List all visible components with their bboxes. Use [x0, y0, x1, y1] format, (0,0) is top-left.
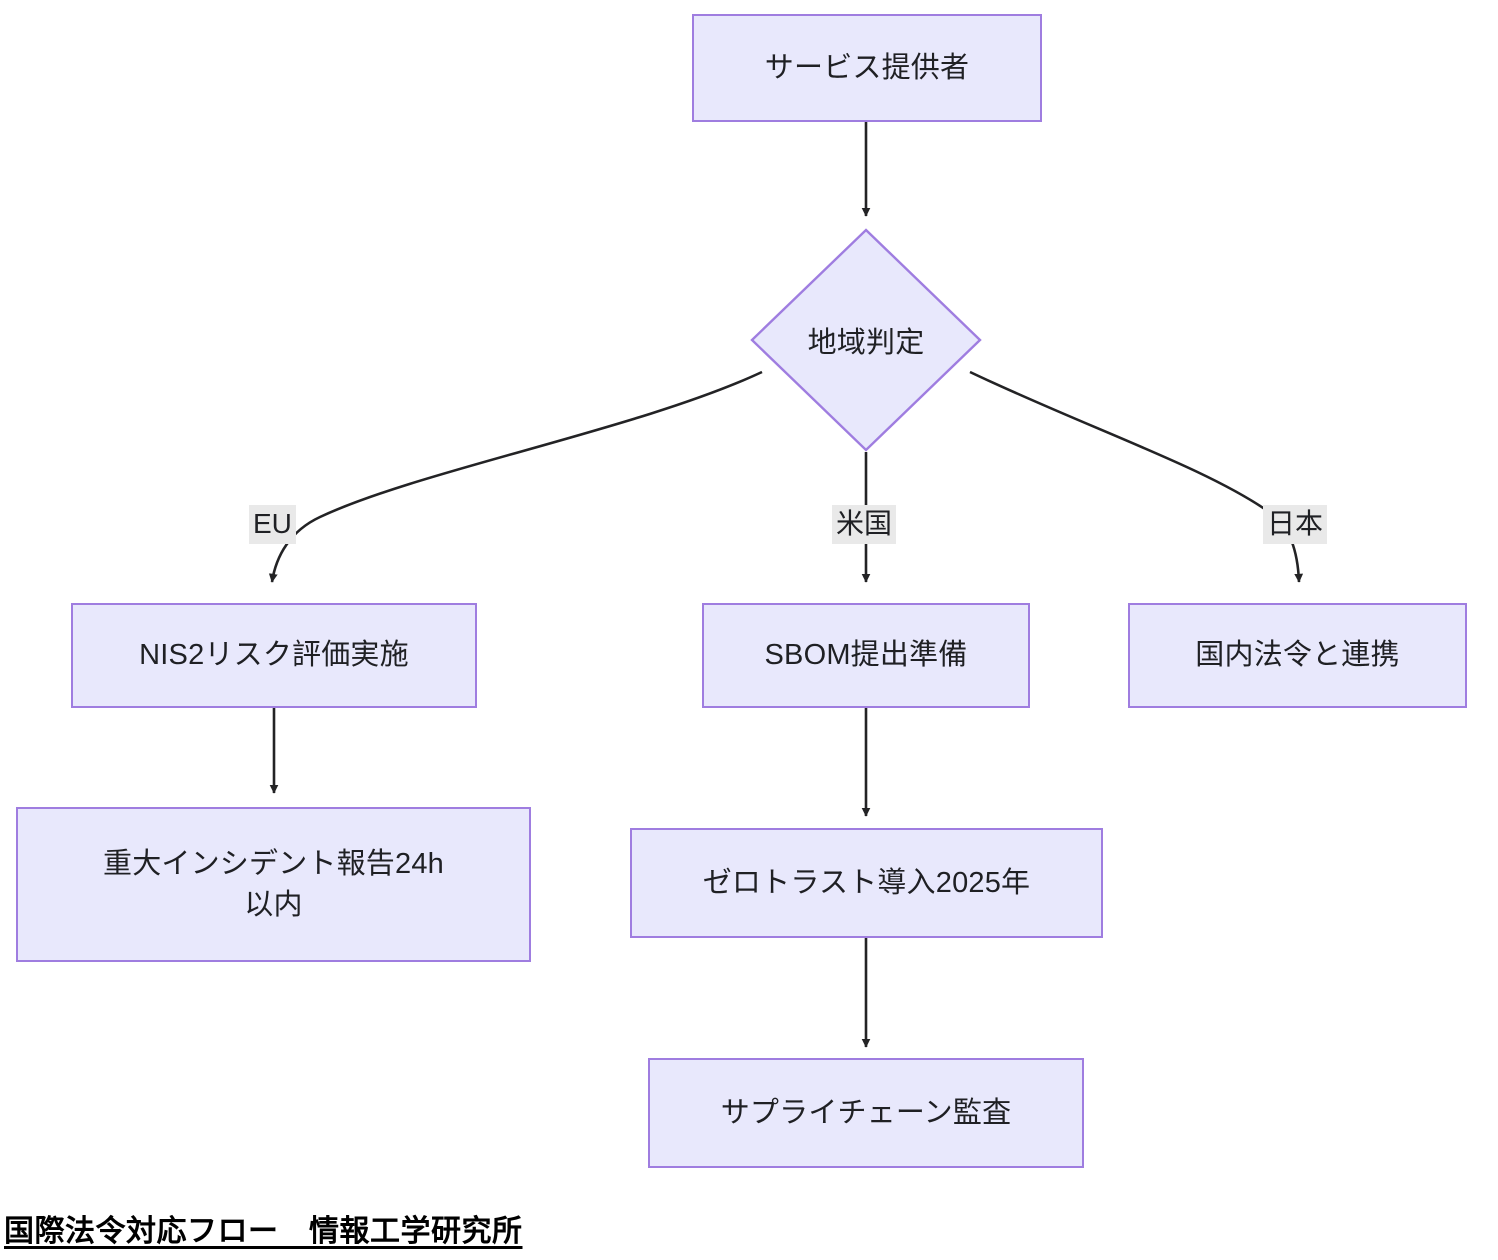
node-region-decision[interactable]: 地域判定 [750, 228, 982, 452]
node-sbom-prep-label: SBOM提出準備 [764, 639, 968, 672]
edge-label-us-text: 米国 [836, 508, 893, 539]
node-domestic-law-label: 国内法令と連携 [1195, 639, 1400, 672]
edge-label-eu-text: EU [253, 508, 292, 539]
diagram-caption: 国際法令対応フロー 情報工学研究所 [4, 1215, 523, 1248]
edge-label-japan-text: 日本 [1267, 508, 1324, 539]
edge-label-us: 米国 [832, 505, 897, 545]
edge-label-eu: EU [249, 505, 296, 545]
node-incident-report[interactable]: 重大インシデント報告24h 以内 [16, 807, 531, 962]
diamond-shape [750, 228, 982, 452]
node-sbom-prep[interactable]: SBOM提出準備 [702, 603, 1030, 708]
node-incident-report-label: 重大インシデント報告24h 以内 [103, 848, 444, 921]
node-zero-trust-label: ゼロトラスト導入2025年 [702, 866, 1031, 899]
node-service-provider-label: サービス提供者 [764, 51, 970, 84]
node-zero-trust[interactable]: ゼロトラスト導入2025年 [630, 828, 1103, 938]
node-service-provider[interactable]: サービス提供者 [692, 14, 1042, 122]
node-region-decision-label: 地域判定 [807, 327, 925, 359]
node-supply-chain-audit-label: サプライチェーン監査 [720, 1096, 1012, 1129]
edge-region-decision-to-nis2-risk [268, 370, 763, 583]
edge-region-decision-to-domestic-law [969, 370, 1304, 583]
node-nis2-risk-label: NIS2リスク評価実施 [139, 639, 409, 672]
node-nis2-risk[interactable]: NIS2リスク評価実施 [71, 603, 477, 708]
node-supply-chain-audit[interactable]: サプライチェーン監査 [648, 1058, 1084, 1168]
node-domestic-law[interactable]: 国内法令と連携 [1128, 603, 1467, 708]
edge-label-japan: 日本 [1263, 505, 1328, 545]
